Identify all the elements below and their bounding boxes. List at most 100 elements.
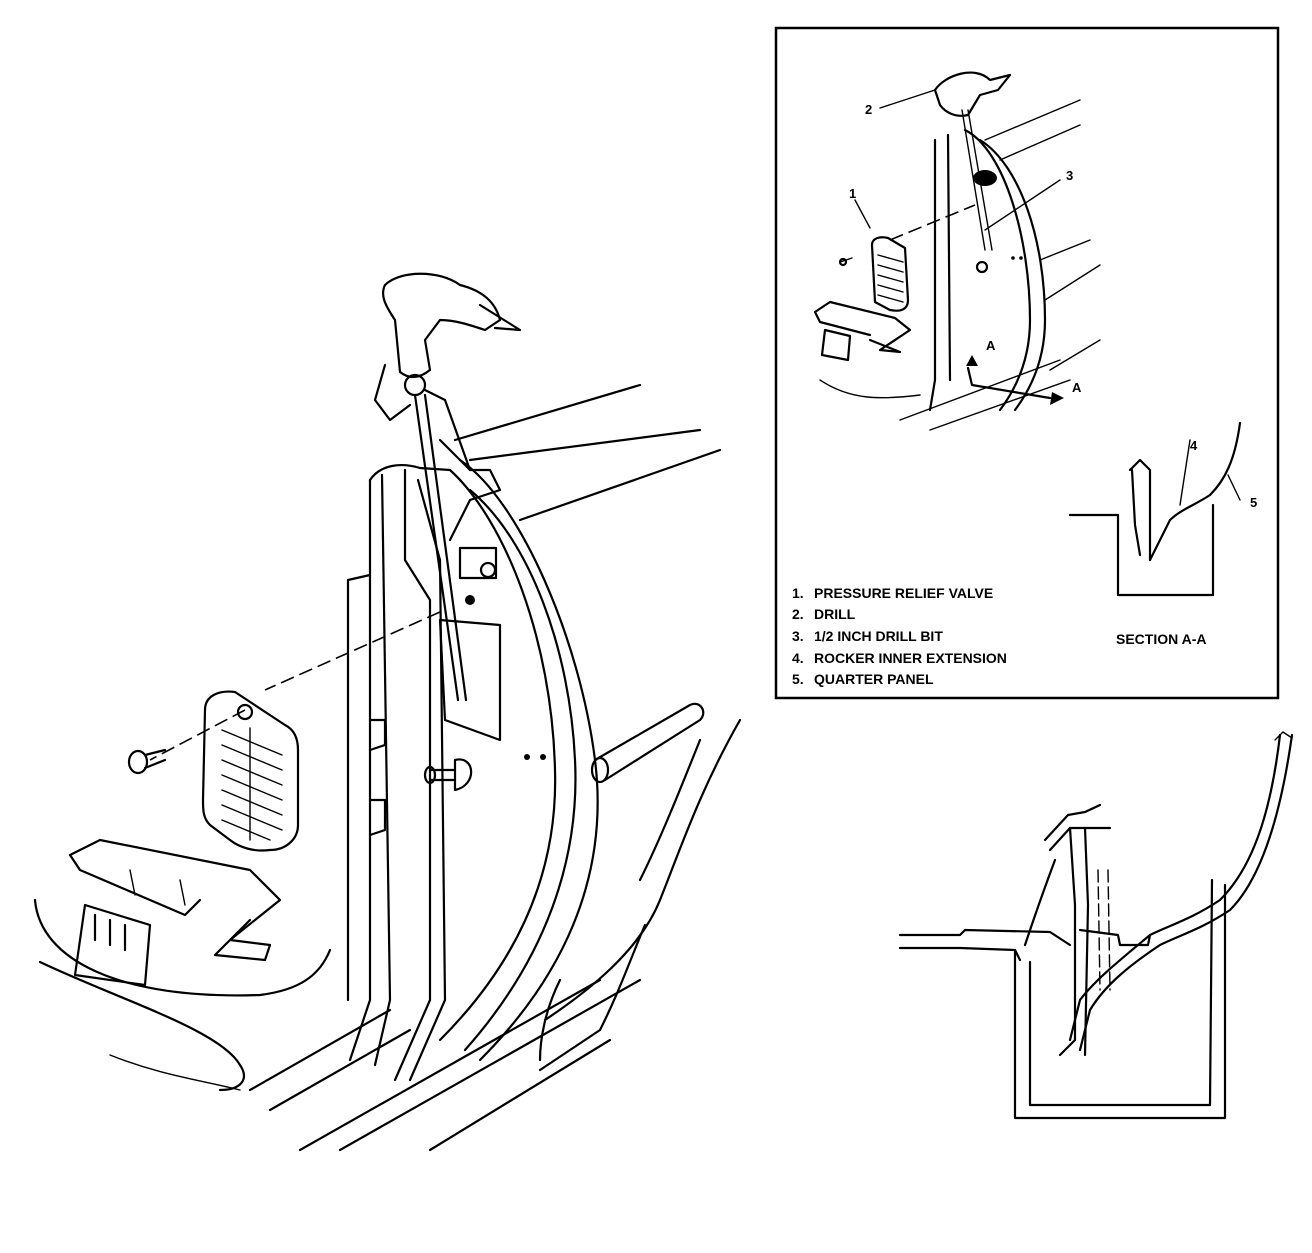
section-mark-a-right: A xyxy=(1072,380,1082,395)
rear-deck-line xyxy=(453,383,642,442)
quarter-outer xyxy=(543,718,742,1022)
pillar-top xyxy=(368,464,452,482)
pillar-notch xyxy=(368,718,387,837)
callout-leader-3 xyxy=(984,179,1061,231)
legend-num-5: 5. xyxy=(792,671,804,687)
inner-plate xyxy=(438,618,502,742)
valve-housing xyxy=(201,690,300,852)
inset-pillar-left xyxy=(928,133,952,412)
support-bar-end xyxy=(590,756,610,784)
pillar-left-step xyxy=(346,573,372,1002)
curved-pillar-outer xyxy=(458,458,599,1062)
pillar-outer-left xyxy=(348,478,372,1062)
small-quarter-panel xyxy=(1148,421,1242,562)
inset-arrow-head xyxy=(966,355,978,366)
pressure-relief-valve xyxy=(201,690,300,852)
inset-dot xyxy=(1019,256,1023,260)
floor-line xyxy=(248,1008,392,1092)
callout-leader-1 xyxy=(854,199,871,229)
legend-num-1: 1. xyxy=(792,585,804,601)
small-rocker xyxy=(1128,458,1152,562)
callout-3: 3 xyxy=(1066,168,1073,183)
legend-text-3: 1/2 INCH DRILL BIT xyxy=(814,628,943,644)
curved-pillar-inner xyxy=(463,488,577,1052)
rivet-dot xyxy=(540,754,546,760)
rear-deck-line-2 xyxy=(468,428,702,462)
pillar-bracket xyxy=(438,438,502,542)
drill-handle xyxy=(373,363,412,422)
section-label: SECTION A-A xyxy=(1116,631,1206,647)
main-illustration xyxy=(33,272,742,1152)
inset-drill-hole xyxy=(973,170,997,186)
inset-section-cut xyxy=(966,366,1052,400)
screw-leader xyxy=(149,709,246,761)
drill-guide xyxy=(423,388,472,472)
inner-panel-edge xyxy=(393,468,432,1082)
screw-shank xyxy=(143,748,167,770)
drill xyxy=(373,272,522,702)
floor-bracket xyxy=(68,838,282,987)
pillar-inner-left xyxy=(373,473,392,1067)
wheel-opening-2 xyxy=(538,978,562,1062)
legend-text-1: PRESSURE RELIEF VALVE xyxy=(814,585,993,601)
inset-drill xyxy=(933,71,1012,117)
small-leaders xyxy=(1179,439,1241,506)
bracket-slots xyxy=(93,913,127,952)
inset-section-small xyxy=(1068,421,1242,597)
bracket-leg xyxy=(73,903,152,987)
drill-bit xyxy=(413,393,468,702)
striker-bolt xyxy=(479,561,497,579)
callout-4: 4 xyxy=(1190,438,1198,453)
section-a-a-large xyxy=(898,731,1294,1120)
inner-extension-web xyxy=(1058,826,1090,1057)
bracket-top xyxy=(68,838,282,962)
legend-num-3: 3. xyxy=(792,628,804,644)
quarter-panel-curve xyxy=(1068,733,1282,1042)
legend-text-2: DRILL xyxy=(814,606,856,622)
callout-1: 1 xyxy=(849,186,856,201)
floor-line-2 xyxy=(268,1028,412,1112)
bracket-front xyxy=(68,853,202,917)
inner-extension-arm xyxy=(1023,858,1057,947)
floor-curve-lower xyxy=(38,960,245,1092)
inset-body-lines xyxy=(984,99,1101,371)
valve-louvers xyxy=(221,727,283,841)
stud-end xyxy=(423,765,437,785)
rocker-floor-flange-2 xyxy=(898,946,1022,962)
drill-chuck xyxy=(478,303,522,332)
inset-stud xyxy=(975,260,989,274)
quarter-panel-tip xyxy=(1274,731,1293,741)
assembly-leader xyxy=(264,611,441,691)
inner-extension xyxy=(1043,803,1112,852)
legend-num-4: 4. xyxy=(792,650,804,666)
inset-pillar-curve-2 xyxy=(978,138,1047,412)
drill-body xyxy=(381,272,502,379)
rocker-box-outer xyxy=(1013,883,1227,1120)
callout-2: 2 xyxy=(865,102,872,117)
callout-leader-2 xyxy=(879,89,936,109)
inset-box xyxy=(774,26,1280,700)
wheel-opening xyxy=(538,923,647,1072)
inset-bracket xyxy=(813,300,912,362)
floor-line-4 xyxy=(338,978,642,1152)
striker-bracket xyxy=(458,546,498,580)
floor-edge xyxy=(109,1054,241,1091)
floor-line-3 xyxy=(298,978,602,1152)
valve-screw-hole xyxy=(236,703,254,721)
screw-head xyxy=(127,749,149,775)
inset-screw-head xyxy=(838,257,848,267)
inset-valve-leader xyxy=(889,204,976,241)
legend-text-4: ROCKER INNER EXTENSION xyxy=(814,650,1007,666)
inset-pillar-curve xyxy=(963,128,1032,412)
support-bar xyxy=(593,702,705,782)
bracket-ribs xyxy=(129,869,186,906)
inset-arrow-head xyxy=(1050,392,1064,405)
inset-dot xyxy=(1011,256,1015,260)
rear-deck-line-3 xyxy=(518,448,722,522)
inset-floor-lines xyxy=(819,359,1071,431)
legend-text-5: QUARTER PANEL xyxy=(814,671,934,687)
inset-frame xyxy=(774,26,1280,700)
rocker-floor-flange xyxy=(898,928,1072,947)
